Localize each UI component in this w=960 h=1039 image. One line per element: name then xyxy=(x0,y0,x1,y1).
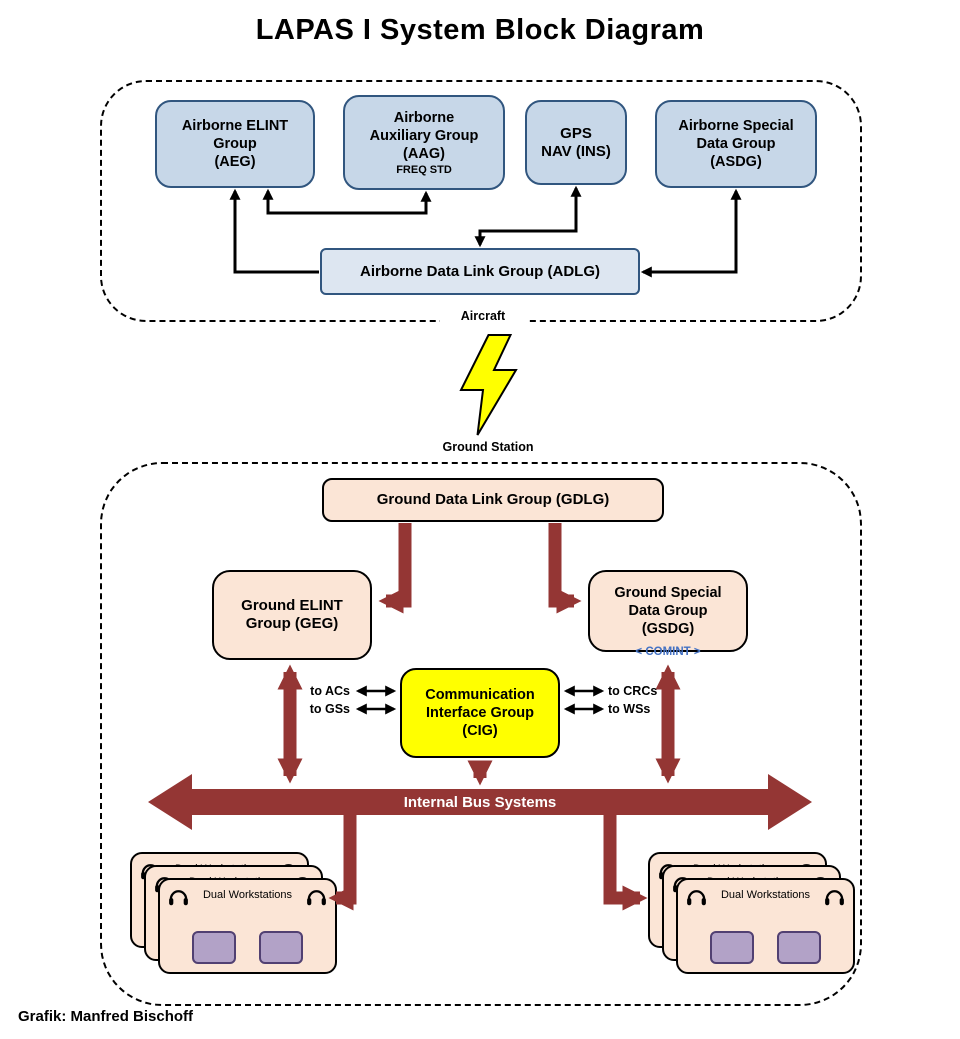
cig-link-to-acs: to ACs xyxy=(310,684,350,698)
gsdg-line: Data Group xyxy=(628,603,708,619)
workstation-label: Dual Workstations xyxy=(720,889,811,901)
workstation-screen xyxy=(777,931,821,964)
aeg-box: Airborne ELINT Group (AEG) xyxy=(155,100,315,188)
asdg-line: Data Group xyxy=(696,136,776,152)
workstation-screen xyxy=(259,931,303,964)
aag-line: (AAG) xyxy=(403,145,445,162)
geg-line: Ground ELINT xyxy=(241,597,343,614)
page-title: LAPAS I System Block Diagram xyxy=(255,14,705,46)
headset-icon xyxy=(169,890,188,906)
workstation-label: Dual Workstations xyxy=(202,889,293,901)
gdlg-box: Ground Data Link Group (GDLG) xyxy=(322,478,664,522)
headset-icon xyxy=(825,890,844,906)
lightning-bolt-icon xyxy=(459,334,518,436)
aeg-line: Group xyxy=(213,136,257,152)
headset-icon xyxy=(687,890,706,906)
geg-box: Ground ELINT Group (GEG) xyxy=(212,570,372,660)
cig-line: (CIG) xyxy=(462,723,498,739)
adlg-label: Airborne Data Link Group (ADLG) xyxy=(360,263,600,280)
workstation-card: Dual Workstations xyxy=(676,878,855,974)
ground-station-label: Ground Station xyxy=(442,440,534,454)
aircraft-label: Aircraft xyxy=(440,309,526,323)
aag-line: Airborne xyxy=(393,109,455,126)
ground-station-container xyxy=(100,462,862,1006)
comint-note: < COMINT > xyxy=(635,646,701,658)
left-workstation-stack: Dual Workstations Dual Workstations Dual… xyxy=(130,852,340,976)
gdlg-label: Ground Data Link Group (GDLG) xyxy=(376,491,610,508)
headset-icon xyxy=(307,890,326,906)
cig-box: Communication Interface Group (CIG) xyxy=(400,668,560,758)
aeg-line: Airborne ELINT xyxy=(181,118,289,134)
workstation-card: Dual Workstations xyxy=(158,878,337,974)
gps-box: GPS NAV (INS) xyxy=(525,100,627,185)
workstation-screen xyxy=(710,931,754,964)
cig-link-to-crcs: to CRCs xyxy=(608,684,658,698)
cig-line: Interface Group xyxy=(426,705,534,721)
gsdg-box: Ground Special Data Group (GSDG) xyxy=(588,570,748,652)
aag-line: Auxiliary Group xyxy=(369,127,479,144)
gsdg-line: Ground Special xyxy=(614,585,722,601)
internal-bus-label: Internal Bus Systems xyxy=(403,794,557,811)
credit-text: Grafik: Manfred Bischoff xyxy=(18,1008,194,1025)
geg-line: Group (GEG) xyxy=(245,615,339,632)
aag-note: FREQ STD xyxy=(396,163,452,176)
aeg-line: (AEG) xyxy=(214,154,256,170)
cig-link-to-wss: to WSs xyxy=(608,702,651,716)
asdg-box: Airborne Special Data Group (ASDG) xyxy=(655,100,817,188)
workstation-screen xyxy=(192,931,236,964)
aag-box: Airborne Auxiliary Group (AAG) FREQ STD xyxy=(343,95,505,190)
gsdg-line: (GSDG) xyxy=(641,621,695,637)
cig-link-to-gss: to GSs xyxy=(309,702,350,716)
adlg-box: Airborne Data Link Group (ADLG) xyxy=(320,248,640,295)
cig-line: Communication xyxy=(425,687,535,703)
gps-line: GPS xyxy=(560,124,592,142)
gps-line: NAV (INS) xyxy=(541,142,611,160)
asdg-line: (ASDG) xyxy=(710,154,762,170)
right-workstation-stack: Dual Workstations Dual Workstations Dual… xyxy=(648,852,858,976)
asdg-line: Airborne Special xyxy=(678,118,794,134)
